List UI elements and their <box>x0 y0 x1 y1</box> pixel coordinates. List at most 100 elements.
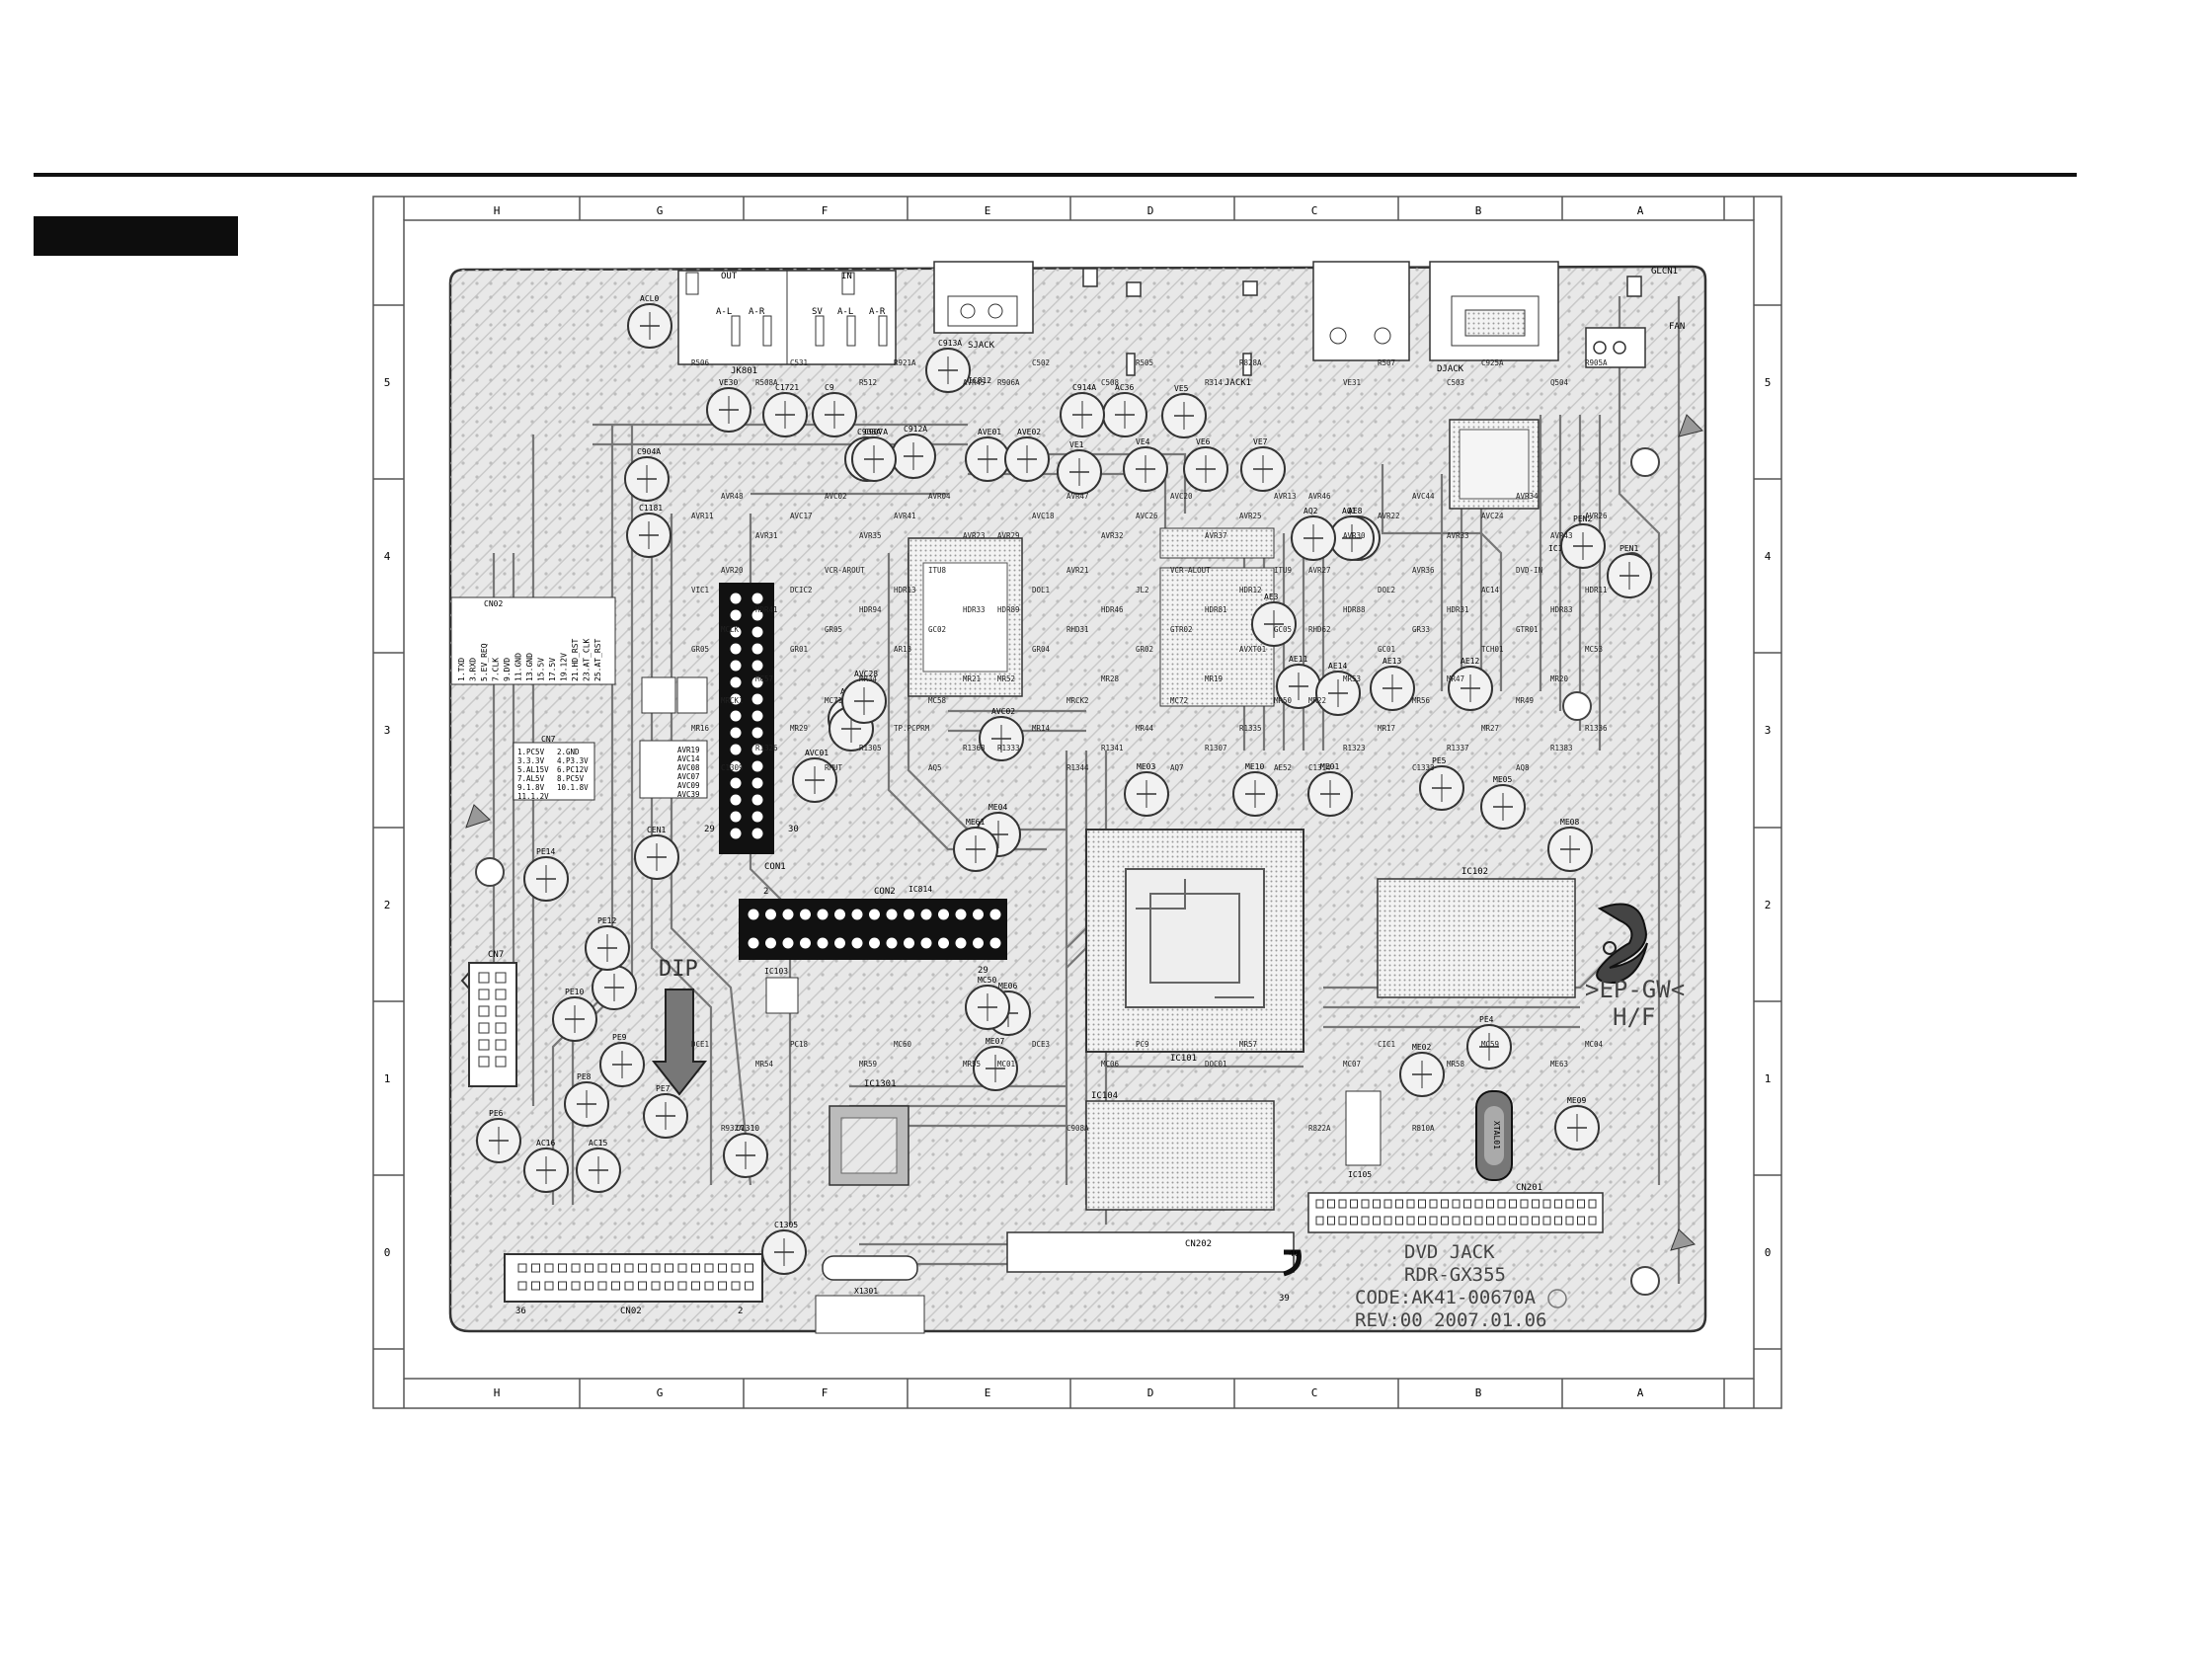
audio-ic <box>1159 527 1275 707</box>
ic1301-label: IC1301 <box>864 1079 897 1089</box>
cn201-pin <box>1520 1199 1529 1209</box>
con1-pin <box>751 727 763 739</box>
component-ref: MR27 <box>1481 724 1499 733</box>
cn202-pin-39: 39 <box>1279 1294 1290 1304</box>
capacitor: AE14 <box>1315 662 1361 716</box>
component-ref: MRCK2 <box>1066 696 1089 705</box>
cn201-pin <box>1577 1216 1585 1226</box>
component-ref: R1323 <box>1343 744 1366 752</box>
cn201-pin <box>1338 1199 1347 1209</box>
component-ref: R932A <box>721 1124 744 1133</box>
cn201-pin <box>1554 1199 1562 1209</box>
component-ref: C1314 <box>1308 763 1331 772</box>
capacitor-label: AE12 <box>1461 657 1479 666</box>
cn7-table-cell: 11.1.2V <box>517 792 549 801</box>
capacitor: C913A <box>925 339 971 393</box>
column-label-top-e: E <box>985 204 991 217</box>
cn02-pin-left: 36 <box>515 1307 526 1316</box>
ic103: IC103 <box>764 967 799 1014</box>
djack-label: DJACK <box>1437 364 1464 374</box>
con1-pin <box>730 828 742 839</box>
cn02-pin <box>651 1263 661 1273</box>
component-ref: HDR81 <box>1205 605 1227 614</box>
con1-pin <box>730 760 742 772</box>
component-ref: R921A <box>894 358 916 367</box>
cn02-pin <box>624 1263 634 1273</box>
capacitor: C907A <box>851 428 897 482</box>
capacitor-label: PE4 <box>1479 1015 1494 1024</box>
component-ref: C1333 <box>1412 763 1435 772</box>
capacitor: ME08 <box>1547 818 1593 872</box>
con2-pin <box>800 937 811 949</box>
cn02-table-line: 3.RXD <box>469 658 478 681</box>
manufacturer-logo: >EP-GW< H/F <box>1585 903 1685 1031</box>
component-ref: GC05 <box>1274 625 1292 634</box>
avr-table-line: AVC09 <box>677 781 700 790</box>
component-ref: AVR11 <box>691 512 714 520</box>
capacitor: AC15 <box>576 1139 621 1193</box>
capacitor-label: ME05 <box>1493 775 1512 784</box>
component-ref: AVR46 <box>1308 492 1331 501</box>
cn02-pin <box>665 1263 673 1273</box>
capacitor-label: C9 <box>825 383 834 392</box>
cn02-pin <box>531 1263 540 1273</box>
cn7-table-cell: 9.1.8V <box>517 783 545 792</box>
component-ref: C1309 <box>721 763 744 772</box>
row-label-right-2: 2 <box>1765 899 1772 911</box>
capacitor: ACL0 <box>627 294 672 349</box>
capacitor: PE9 <box>599 1033 645 1087</box>
component-ref: AVR22 <box>1378 512 1400 520</box>
component-ref: HDR33 <box>963 605 986 614</box>
capacitor: ME61 <box>953 818 998 872</box>
ic103-label: IC103 <box>764 967 788 976</box>
capacitor-label: AE3 <box>1264 593 1279 601</box>
ic1-label: IC1 <box>1548 544 1563 553</box>
cn201-pin <box>1327 1199 1335 1209</box>
row-label-right-4: 4 <box>1765 550 1772 563</box>
capacitor-label: AE11 <box>1289 655 1307 664</box>
cn202-label: CN202 <box>1185 1239 1212 1249</box>
con2-pin <box>886 909 898 920</box>
column-label-top-a: A <box>1637 204 1644 217</box>
component-ref: AVR23 <box>963 531 986 540</box>
capacitor: ME01 <box>1307 762 1353 817</box>
cn02-pin <box>731 1281 741 1291</box>
component-ref: GR05 <box>825 625 842 634</box>
avr-table-line: AVC07 <box>677 772 700 781</box>
capacitor: VE6 <box>1183 437 1228 492</box>
cn201-pin <box>1532 1216 1540 1226</box>
component-ref: AVR31 <box>755 531 778 540</box>
cn02-pin <box>691 1263 700 1273</box>
capacitor-label: CEN1 <box>647 826 666 834</box>
cn02-pin <box>585 1263 593 1273</box>
cn02-pin <box>585 1281 593 1291</box>
component-ref: MR16 <box>691 724 710 733</box>
capacitor: C1305 <box>761 1221 807 1275</box>
cn201-pin <box>1497 1216 1506 1226</box>
component-ref: R1383 <box>1550 744 1573 752</box>
row-label-left-1: 1 <box>384 1072 391 1085</box>
cn02-pin <box>718 1263 727 1273</box>
column-label-bottom-h: H <box>494 1386 501 1399</box>
con1-pin <box>751 760 763 772</box>
capacitor-label: VE5 <box>1174 384 1189 393</box>
capacitor-label: VE1 <box>1069 440 1084 449</box>
cn201-pin <box>1474 1216 1483 1226</box>
component-ref: AE52 <box>1274 763 1292 772</box>
cn201-pin <box>1315 1216 1324 1226</box>
capacitor-label: AVC01 <box>805 749 829 757</box>
capacitor: C1310 <box>723 1124 768 1178</box>
column-label-top-g: G <box>657 204 664 217</box>
section-tab <box>34 216 238 256</box>
component-ref: AQ8 <box>1516 763 1530 772</box>
cn7-pin <box>478 1039 490 1051</box>
jack-sv-label: SV <box>812 307 823 317</box>
xtal-label: XTAL01 <box>1492 1121 1501 1149</box>
cn02-pin <box>704 1281 714 1291</box>
capacitor-label: C914A <box>1072 383 1096 392</box>
component-ref: AR13 <box>894 645 911 654</box>
component-ref: DCE3 <box>1032 1040 1050 1049</box>
